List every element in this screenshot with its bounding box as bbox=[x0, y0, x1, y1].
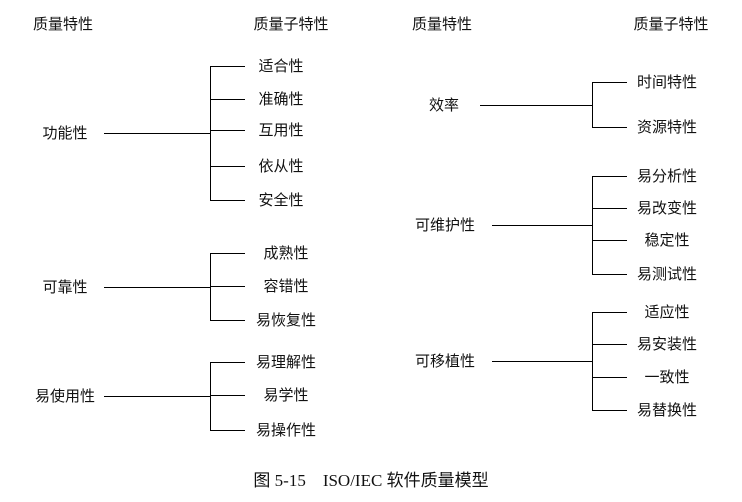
quality-subcharacteristic: 资源特性 bbox=[637, 118, 697, 136]
quality-subcharacteristic: 易操作性 bbox=[256, 421, 316, 439]
quality-subcharacteristic: 一致性 bbox=[644, 368, 689, 386]
figure-caption: 图 5-15 ISO/IEC 软件质量模型 bbox=[253, 471, 489, 490]
quality-subcharacteristic: 易测试性 bbox=[637, 265, 697, 283]
groups-layer: 功能性适合性准确性互用性依从性安全性可靠性成熟性容错性易恢复性易使用性易理解性易… bbox=[35, 57, 697, 439]
quality-subcharacteristic: 容错性 bbox=[263, 277, 308, 295]
header-left-sub: 质量子特性 bbox=[253, 15, 328, 33]
header-right-quality: 质量特性 bbox=[412, 15, 472, 33]
quality-subcharacteristic: 易理解性 bbox=[256, 353, 316, 371]
quality-subcharacteristic: 易改变性 bbox=[637, 199, 697, 217]
quality-characteristic: 可维护性 bbox=[415, 216, 475, 234]
quality-characteristic: 易使用性 bbox=[35, 387, 95, 405]
quality-characteristic: 可靠性 bbox=[42, 278, 87, 296]
quality-subcharacteristic: 易学性 bbox=[263, 386, 308, 404]
quality-subcharacteristic: 准确性 bbox=[258, 90, 303, 108]
quality-subcharacteristic: 易替换性 bbox=[637, 401, 697, 419]
quality-subcharacteristic: 互用性 bbox=[258, 121, 303, 139]
header-right-sub: 质量子特性 bbox=[633, 15, 708, 33]
header-left-quality: 质量特性 bbox=[33, 15, 93, 33]
quality-subcharacteristic: 安全性 bbox=[258, 191, 303, 209]
quality-subcharacteristic: 适合性 bbox=[258, 57, 303, 75]
quality-subcharacteristic: 适应性 bbox=[644, 303, 689, 321]
quality-subcharacteristic: 易分析性 bbox=[637, 167, 697, 185]
quality-subcharacteristic: 时间特性 bbox=[637, 73, 697, 91]
quality-characteristic: 效率 bbox=[429, 96, 459, 114]
quality-subcharacteristic: 稳定性 bbox=[644, 231, 689, 249]
quality-subcharacteristic: 易恢复性 bbox=[256, 311, 316, 329]
quality-characteristic: 功能性 bbox=[42, 124, 87, 142]
quality-subcharacteristic: 依从性 bbox=[258, 157, 303, 175]
quality-subcharacteristic: 成熟性 bbox=[263, 244, 308, 262]
quality-characteristic: 可移植性 bbox=[415, 352, 475, 370]
quality-subcharacteristic: 易安装性 bbox=[637, 335, 697, 353]
